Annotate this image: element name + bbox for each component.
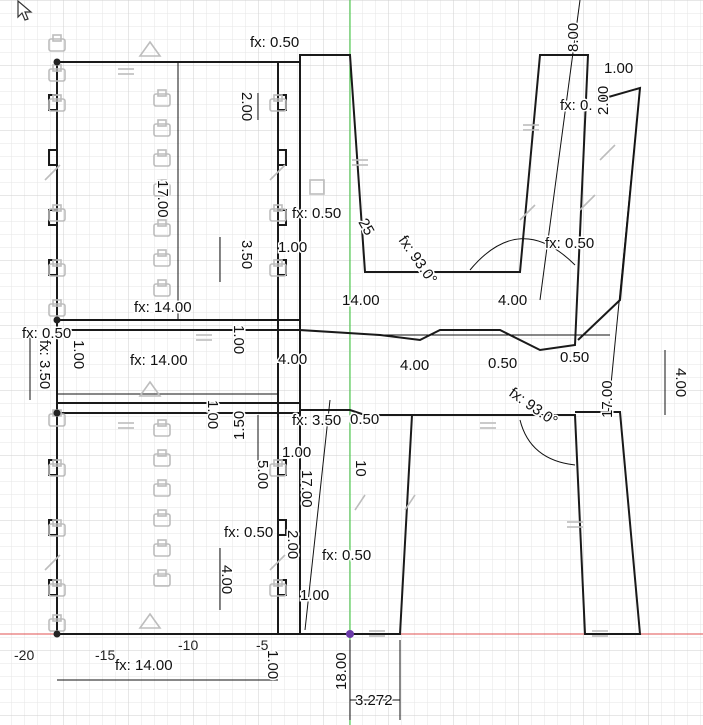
axis-label-x-neg5: -5 bbox=[256, 637, 269, 653]
dim-fx-350-left[interactable]: fx: 3.50 bbox=[35, 339, 55, 391]
axis-label-x-neg20: -20 bbox=[14, 647, 34, 663]
dim-100-g[interactable]: 1.00 bbox=[263, 649, 283, 681]
sketch-points[interactable] bbox=[53, 58, 355, 639]
dim-1700-mid[interactable]: 17.00 bbox=[297, 469, 317, 510]
dim-fx-1400-bottom[interactable]: fx: 14.00 bbox=[114, 656, 175, 676]
dim-fx-350-mid[interactable]: fx: 3.50 bbox=[291, 411, 343, 431]
dim-100-b[interactable]: 1.00 bbox=[69, 339, 89, 371]
dim-1400-center[interactable]: 14.00 bbox=[341, 291, 382, 311]
dim-1700-right[interactable]: 17.00 bbox=[598, 379, 618, 420]
dim-100-a[interactable]: 1.00 bbox=[277, 238, 309, 258]
dim-fx-1400-b[interactable]: fx: 14.00 bbox=[129, 351, 190, 371]
dim-100-f[interactable]: 1.00 bbox=[299, 586, 331, 606]
dim-400-c[interactable]: 4.00 bbox=[497, 291, 529, 311]
dim-400-right[interactable]: 4.00 bbox=[671, 367, 691, 399]
dim-200-b[interactable]: 2.00 bbox=[283, 529, 303, 561]
dim-3272[interactable]: 3.272 bbox=[354, 691, 395, 711]
dim-100-top-right[interactable]: 1.00 bbox=[603, 59, 635, 79]
dim-100-d[interactable]: 1.00 bbox=[203, 399, 223, 431]
dim-fx-050-mid[interactable]: fx: 0.50 bbox=[291, 204, 343, 224]
dim-800[interactable]: 8.00 bbox=[564, 21, 584, 53]
dim-1700-left[interactable]: 17.00 bbox=[153, 179, 173, 220]
dim-fx-0-right[interactable]: fx: 0. bbox=[559, 96, 595, 116]
dim-500[interactable]: 5.00 bbox=[253, 459, 273, 491]
dim-200-right[interactable]: 2.00 bbox=[594, 84, 614, 116]
axis-label-x-neg15: -15 bbox=[95, 647, 115, 663]
dim-350-a[interactable]: 3.50 bbox=[237, 239, 257, 271]
dim-400-a[interactable]: 4.00 bbox=[277, 350, 309, 370]
cursor-icon bbox=[17, 0, 33, 21]
constraint-icons bbox=[44, 34, 616, 637]
dim-fx-1400-a[interactable]: fx: 14.00 bbox=[133, 298, 194, 318]
dim-050-b[interactable]: 0.50 bbox=[487, 354, 519, 374]
dim-100-e[interactable]: 1.00 bbox=[281, 443, 313, 463]
dim-fx-050-right[interactable]: fx: 0.50 bbox=[544, 234, 596, 254]
dimension-lines bbox=[29, 0, 666, 720]
dim-100-c[interactable]: 1.00 bbox=[229, 324, 249, 356]
dim-fx-050-top[interactable]: fx: 0.50 bbox=[249, 33, 301, 53]
dim-400-d[interactable]: 4.00 bbox=[399, 356, 431, 376]
dim-150[interactable]: 1.50 bbox=[230, 409, 250, 441]
dim-fx-050-c[interactable]: fx: 0.50 bbox=[321, 546, 373, 566]
dim-400-b[interactable]: 4.00 bbox=[217, 564, 237, 596]
dim-10[interactable]: 10 bbox=[351, 459, 371, 479]
dim-050-a[interactable]: 0.50 bbox=[349, 410, 381, 430]
dim-050-c[interactable]: 0.50 bbox=[559, 348, 591, 368]
dim-1800[interactable]: 18.00 bbox=[332, 651, 352, 692]
dim-fx-050-b[interactable]: fx: 0.50 bbox=[223, 523, 275, 543]
dim-fx-050-left[interactable]: fx: 0.50 bbox=[21, 324, 73, 344]
axis-label-x-neg10: -10 bbox=[178, 637, 198, 653]
dim-200-a[interactable]: 2.00 bbox=[238, 92, 255, 121]
